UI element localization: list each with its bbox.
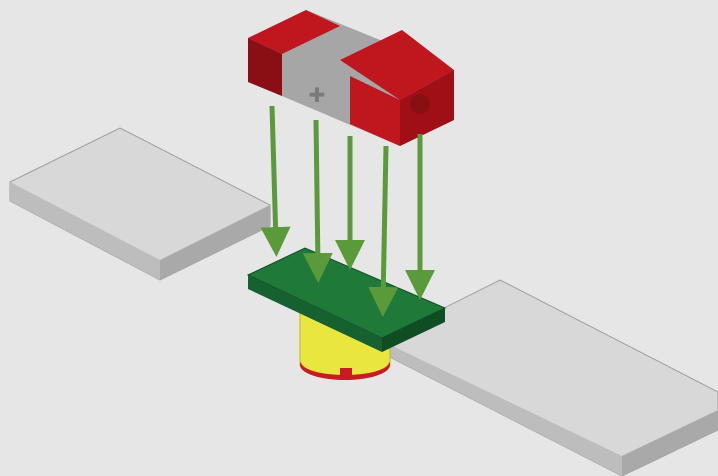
red-gray-brick-assembly: ✚	[248, 10, 454, 146]
technic-pin-hole-icon	[410, 94, 430, 114]
left-gray-plate	[10, 128, 270, 280]
technic-axle-hole-icon: ✚	[309, 83, 326, 107]
arrow	[316, 120, 318, 268]
arrow	[272, 106, 276, 242]
arrow	[383, 146, 386, 302]
